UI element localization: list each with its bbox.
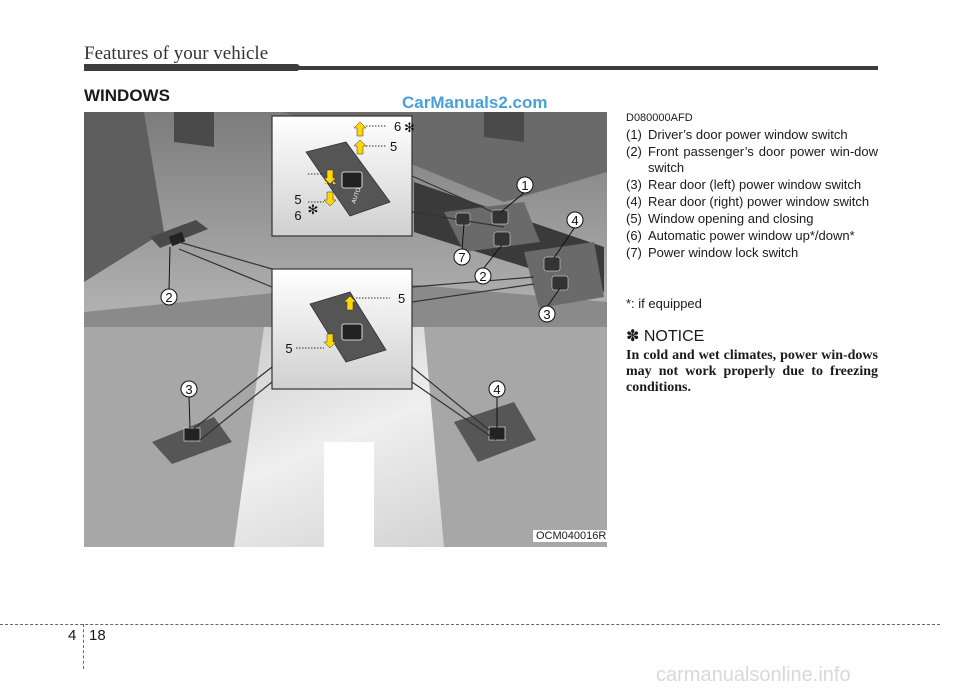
page-header-title: Features of your vehicle (84, 43, 269, 64)
list-item-text: Automatic power window up*/down* (648, 228, 855, 243)
callout-5-lower-left: 5 (285, 341, 292, 356)
watermark-bottom: carmanualsonline.info (656, 664, 851, 686)
callout-5-upper: 5 (390, 139, 397, 154)
callout-5-lower-right: 5 (398, 291, 405, 306)
list-item-text: Window opening and closing (648, 211, 814, 226)
asterisk-mark-upper: ✻ (404, 120, 415, 135)
notice-title: ✽ NOTICE (626, 328, 705, 345)
callout-4-upper: 4 (571, 213, 578, 228)
list-item: (5) Window opening and closing (626, 211, 878, 227)
list-item: (1) Driver’s door power window switch (626, 127, 878, 143)
auto-label: AUTO (351, 187, 362, 205)
section-title: WINDOWS (84, 86, 170, 105)
list-item-number: (2) (626, 144, 642, 159)
list-item-number: (1) (626, 127, 642, 142)
list-item-number: (7) (626, 245, 642, 260)
callout-7: 7 (458, 250, 465, 265)
list-item-text: Driver’s door power window switch (648, 127, 848, 142)
window-switch-illustration: AUTO 1 4 7 2 3 2 3 4 (84, 112, 607, 547)
callout-2-right: 2 (479, 269, 486, 284)
list-item-number: (5) (626, 211, 642, 226)
header-rule (84, 66, 878, 70)
list-item: (3) Rear door (left) power window switch (626, 177, 878, 193)
list-item: (7) Power window lock switch (626, 245, 878, 261)
callout-2-left: 2 (165, 290, 172, 305)
notice-body: In cold and wet climates, power win-dows… (626, 348, 878, 395)
list-item-text: Front passenger’s door power win-dow swi… (648, 144, 878, 175)
list-item: (4) Rear door (right) power window switc… (626, 194, 878, 210)
page-section-number: 4 (68, 627, 77, 644)
list-item-text: Power window lock switch (648, 245, 799, 260)
list-item-text: Rear door (left) power window switch (648, 177, 862, 192)
footer-rule (0, 624, 940, 625)
callout-5-inset-left: 5 (294, 192, 301, 207)
callout-1: 1 (521, 178, 528, 193)
asterisk-mark-lower: ✻ (308, 202, 319, 217)
list-item-number: (4) (626, 194, 642, 209)
list-item-text: Rear door (right) power window switch (648, 194, 870, 209)
list-item: (2) Front passenger’s door power win-dow… (626, 144, 878, 176)
list-item-number: (6) (626, 228, 642, 243)
callout-3-upper: 3 (543, 307, 550, 322)
callout-6-upper: 6 (394, 119, 401, 134)
callout-3-lower: 3 (185, 382, 192, 397)
list-item: (6) Automatic power window up*/down* (626, 228, 878, 244)
doc-code: D080000AFD (626, 112, 693, 124)
callout-4-lower: 4 (493, 382, 500, 397)
header-rule-accent (84, 64, 300, 71)
list-item-number: (3) (626, 177, 642, 192)
callout-6-inset-left: 6 (294, 208, 301, 223)
watermark-top: CarManuals2.com (402, 93, 548, 112)
footer-divider (83, 624, 84, 669)
figure-code: OCM040016R (533, 530, 610, 542)
parts-list: (1) Driver’s door power window switch (2… (626, 127, 878, 262)
page-number: 18 (89, 627, 106, 644)
footnote: *: if equipped (626, 296, 702, 311)
